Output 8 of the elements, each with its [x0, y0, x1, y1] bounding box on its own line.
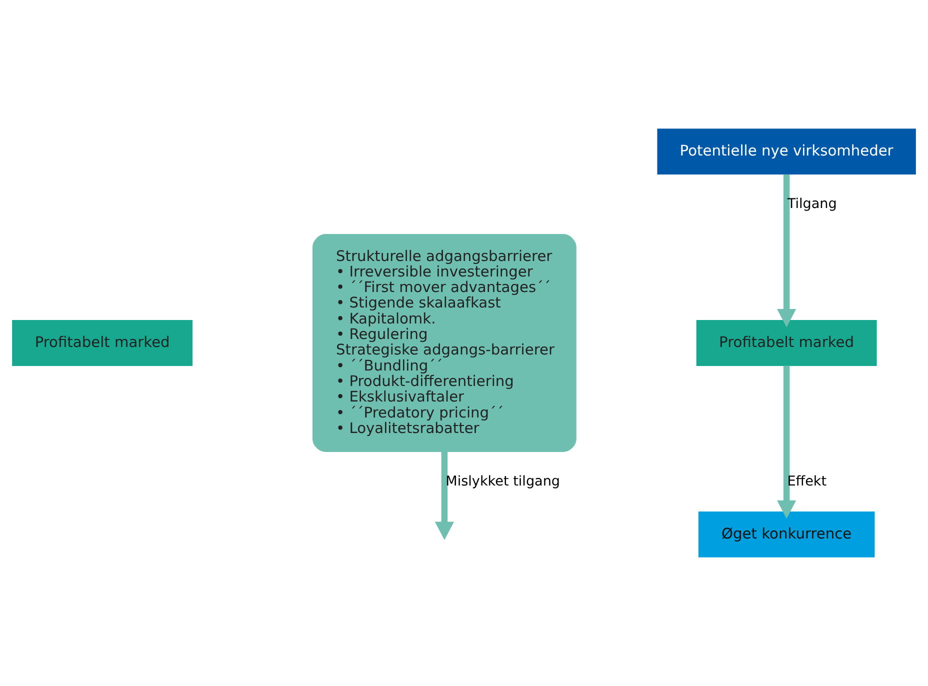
arrow — [434, 452, 454, 540]
node-box: Potentielle nye virksomheder — [657, 128, 916, 175]
arrow — [777, 174, 796, 328]
node-box: Profitabelt marked — [12, 320, 193, 366]
node-box: Øget konkurrence — [698, 511, 875, 558]
node-box: Strukturelle adgangsbarrierer • Irreversible investeringer • ´´First mover advantages´´ • Stigende skalaafkast • Kapitalomk. • Regulering Strategiske adgangs-barrierer • ´´Bundling´´ • Produkt-differentiering • Eksklusivaftaler • ´´Predatory pricing´´ • Loyalitetsrabatter — [312, 234, 576, 452]
arrow — [777, 366, 796, 519]
node-box: Profitabelt marked — [696, 320, 877, 366]
